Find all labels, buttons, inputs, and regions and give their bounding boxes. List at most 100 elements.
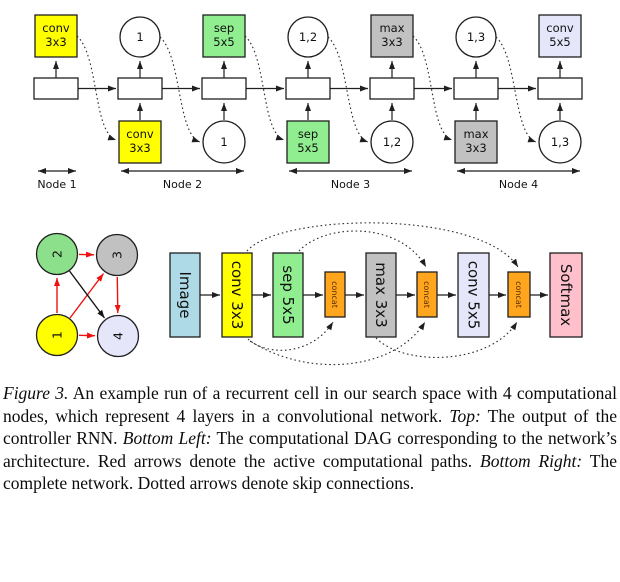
op-label: 3x3 [465, 141, 486, 155]
caption-segment: Bottom Left: [122, 428, 212, 448]
input-arrows [137, 103, 563, 120]
node-label: Node 4 [499, 178, 538, 191]
layer-label: sep 5x5 [279, 265, 297, 324]
output-arrows [53, 61, 563, 78]
figure-caption: Figure 3. An example run of a recurrent … [3, 382, 617, 495]
layer-label: conv 5x5 [465, 261, 483, 330]
node-label: Node 1 [37, 178, 76, 191]
network-diagram: Image conv 3x3 sep 5x5 concat max 3x3 co… [169, 222, 583, 366]
layer-label: conv 3x3 [228, 261, 246, 330]
controller-inputs: conv 3x3 1 sep 5x5 1,2 max 3x3 1,3 [118, 120, 582, 164]
skip-connection [375, 321, 518, 358]
dag-node-label: 4 [111, 332, 126, 340]
op-box-conv5x5 [538, 14, 582, 58]
layer-label: Softmax [557, 264, 575, 326]
sampled-feedback-curves [76, 35, 537, 143]
caption-segment: Bottom Right: [480, 450, 583, 471]
op-label: conv [546, 21, 574, 35]
layer-concat-1 [324, 271, 346, 318]
op-box-conv3x3 [34, 14, 78, 58]
layers: Image conv 3x3 sep 5x5 concat max 3x3 co… [169, 252, 583, 338]
dag-nodes: 2 3 1 4 [35, 232, 140, 358]
caption-segment: Top: [449, 405, 481, 426]
caption-segment: An example run of a recurrent cell in ou… [3, 383, 617, 426]
index-circle [538, 120, 582, 164]
dag-edges [54, 251, 121, 339]
op-label: max [463, 127, 488, 141]
node-label: Node 2 [163, 178, 202, 191]
layer-conv3x3 [221, 252, 253, 338]
op-label: 3x3 [381, 35, 402, 49]
rnn-cell-box [33, 77, 79, 100]
index-label: 1,3 [467, 30, 485, 44]
dag-diagram: 2 3 1 4 [35, 232, 140, 358]
layer-max3x3 [365, 252, 397, 338]
node-spans: Node 1 Node 2 Node 3 Node 4 [37, 168, 580, 191]
skip-connections [246, 222, 519, 366]
layer-label: max 3x3 [372, 262, 390, 327]
op-box-sep5x5 [202, 14, 246, 58]
index-circle [202, 120, 246, 164]
index-label: 1,2 [299, 30, 317, 44]
op-label: 5x5 [549, 35, 570, 49]
rnn-cell-box [369, 77, 415, 100]
op-label: conv [42, 21, 70, 35]
index-label: 1 [220, 135, 227, 149]
rnn-cell-box [453, 77, 499, 100]
layer-sep5x5 [272, 252, 304, 338]
index-circle [370, 120, 414, 164]
layer-concat-3 [507, 271, 531, 318]
op-label: max [379, 21, 404, 35]
dag-node-label: 3 [110, 251, 125, 259]
dag-node-label: 2 [50, 250, 65, 258]
op-label: sep [298, 127, 318, 141]
op-box-sep5x5 [286, 120, 330, 164]
dag-node-label: 1 [50, 331, 65, 339]
dag-node-2 [35, 232, 79, 276]
index-circle [119, 16, 161, 58]
op-box-max3x3 [370, 14, 414, 58]
layer-conv5x5 [457, 252, 490, 338]
dag-node-3 [95, 233, 139, 277]
layer-concat-2 [416, 271, 438, 318]
layer-label: concat [514, 281, 523, 308]
index-circle [287, 16, 329, 58]
op-label: sep [214, 21, 234, 35]
layer-label: concat [422, 281, 431, 308]
skip-curve [495, 36, 537, 143]
node-label: Node 3 [331, 178, 370, 191]
skip-connection [298, 230, 427, 268]
dag-edge-3-4 [114, 276, 121, 314]
skip-curve [327, 36, 369, 143]
op-label: 3x3 [129, 141, 150, 155]
skip-connection [247, 321, 334, 351]
skip-connection [249, 321, 426, 366]
caption-segment: The output of the controller RNN. [3, 405, 617, 449]
dag-edge-1-3 [69, 273, 105, 319]
rnn-cell-box [201, 77, 247, 100]
rnn-cell-box [285, 77, 331, 100]
op-label: conv [126, 127, 154, 141]
dag-edge-2-4 [68, 270, 106, 319]
rnn-cell-box [537, 77, 583, 100]
index-label: 1,2 [383, 135, 401, 149]
op-box-max3x3 [454, 120, 498, 164]
layer-label: concat [330, 281, 339, 308]
op-label: 3x3 [45, 35, 66, 49]
layer-image [169, 252, 201, 338]
index-circle [455, 16, 497, 58]
controller-outputs: conv 3x3 1 sep 5x5 1,2 max 3x3 1,3 conv … [34, 14, 582, 58]
index-label: 1 [136, 30, 143, 44]
caption-figure-number: Figure 3. [3, 383, 69, 403]
index-label: 1,3 [551, 135, 569, 149]
op-box-conv3x3 [118, 120, 162, 164]
caption-segment: The computational DAG corresponding to t… [3, 428, 617, 471]
op-label: 5x5 [297, 141, 318, 155]
skip-curve [159, 36, 201, 143]
rnn-cell-box [117, 77, 163, 100]
dag-node-1 [35, 313, 79, 357]
layer-softmax [549, 252, 583, 338]
layer-label: Image [176, 272, 194, 319]
caption-segment: The complete network. Dotted arrows deno… [3, 450, 617, 494]
